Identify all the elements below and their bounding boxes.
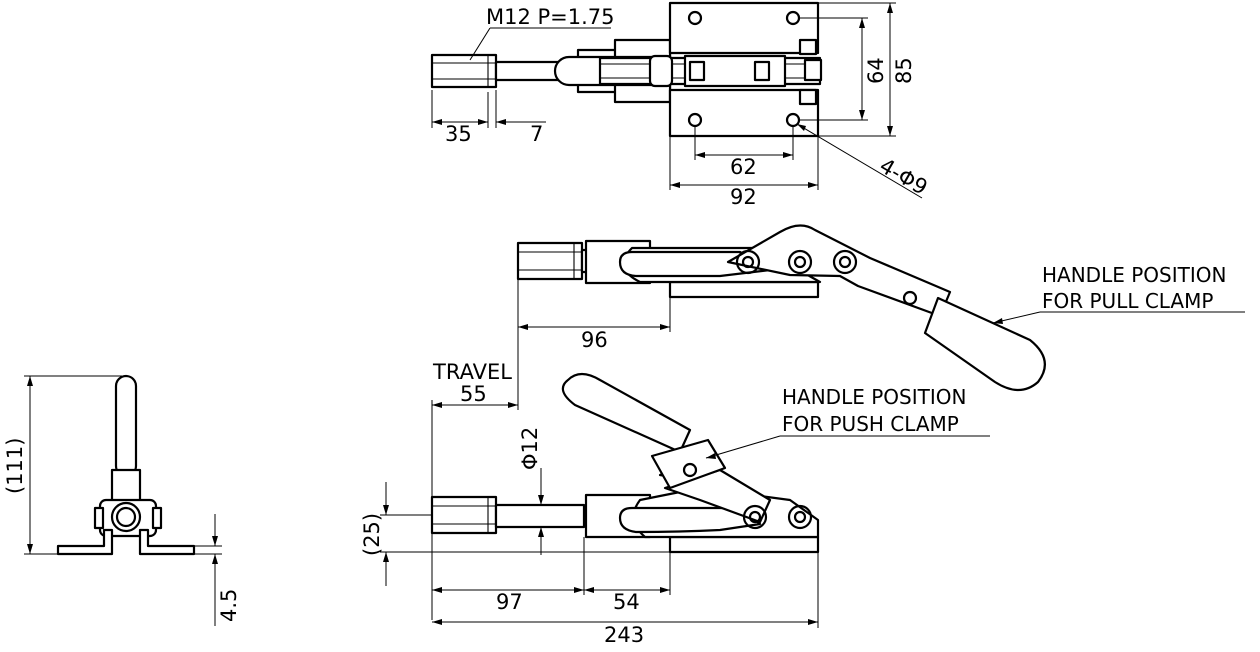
top-view: M12 P=1.75 35 7 62 92 64 [430, 1, 932, 209]
thread-label: M12 P=1.75 [486, 5, 615, 29]
dim-4-5: 4.5 [217, 589, 241, 622]
travel-label: TRAVEL [432, 360, 512, 384]
dim-55: 55 [460, 382, 487, 406]
holes-label: 4-Φ9 [876, 154, 932, 200]
dim-243: 243 [604, 623, 644, 647]
dim-96: 96 [581, 328, 608, 352]
dim-62: 62 [730, 155, 757, 179]
dim-85: 85 [892, 57, 916, 84]
front-view: (111) 4.5 [3, 374, 241, 626]
dim-25: (25) [360, 513, 384, 556]
dim-35: 35 [445, 122, 472, 146]
dim-92: 92 [730, 185, 757, 209]
dim-64: 64 [864, 57, 888, 84]
pull-label-line2: FOR PULL CLAMP [1042, 289, 1213, 313]
side-view-pull: 96 HANDLE POSITION FOR PULL CLAMP [516, 224, 1245, 410]
side-view-push: HANDLE POSITION FOR PUSH CLAMP Φ12 (25) … [360, 372, 990, 647]
pull-label-line1: HANDLE POSITION [1042, 263, 1226, 287]
dim-111: (111) [3, 438, 27, 494]
push-label-line1: HANDLE POSITION [782, 385, 966, 409]
push-label-line2: FOR PUSH CLAMP [782, 412, 959, 436]
travel-dimension: TRAVEL 55 [431, 360, 518, 620]
dim-54: 54 [613, 590, 640, 614]
dim-7: 7 [530, 122, 543, 146]
dim-phi12: Φ12 [518, 427, 542, 470]
dim-97: 97 [496, 590, 523, 614]
